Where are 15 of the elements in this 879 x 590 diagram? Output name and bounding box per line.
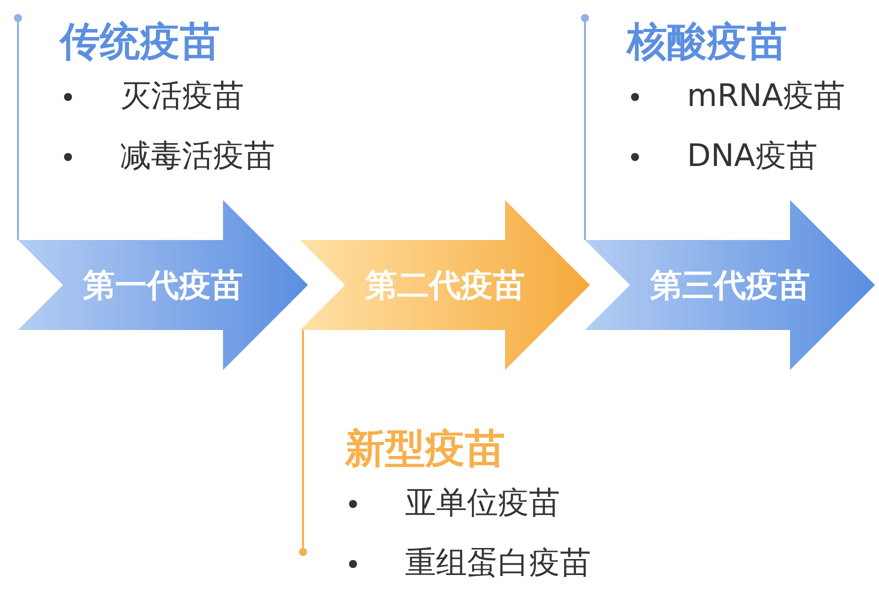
leader-line bbox=[581, 14, 589, 240]
leader-line bbox=[299, 330, 307, 556]
list-item: 重组蛋白疫苗 bbox=[405, 544, 591, 583]
list-item: DNA疫苗 bbox=[687, 137, 818, 176]
step-label: 第二代疫苗 bbox=[364, 265, 526, 305]
list-item: 灭活疫苗 bbox=[120, 77, 244, 116]
section-heading: 新型疫苗 bbox=[345, 425, 505, 473]
list-item: mRNA疫苗 bbox=[687, 77, 846, 116]
step-label: 第三代疫苗 bbox=[649, 265, 811, 305]
list-item: 减毒活疫苗 bbox=[120, 137, 275, 176]
list-item: 亚单位疫苗 bbox=[405, 484, 560, 523]
section-heading: 核酸疫苗 bbox=[627, 18, 787, 66]
section-heading: 传统疫苗 bbox=[60, 18, 220, 66]
step-label: 第一代疫苗 bbox=[82, 265, 244, 305]
leader-line bbox=[14, 14, 22, 240]
